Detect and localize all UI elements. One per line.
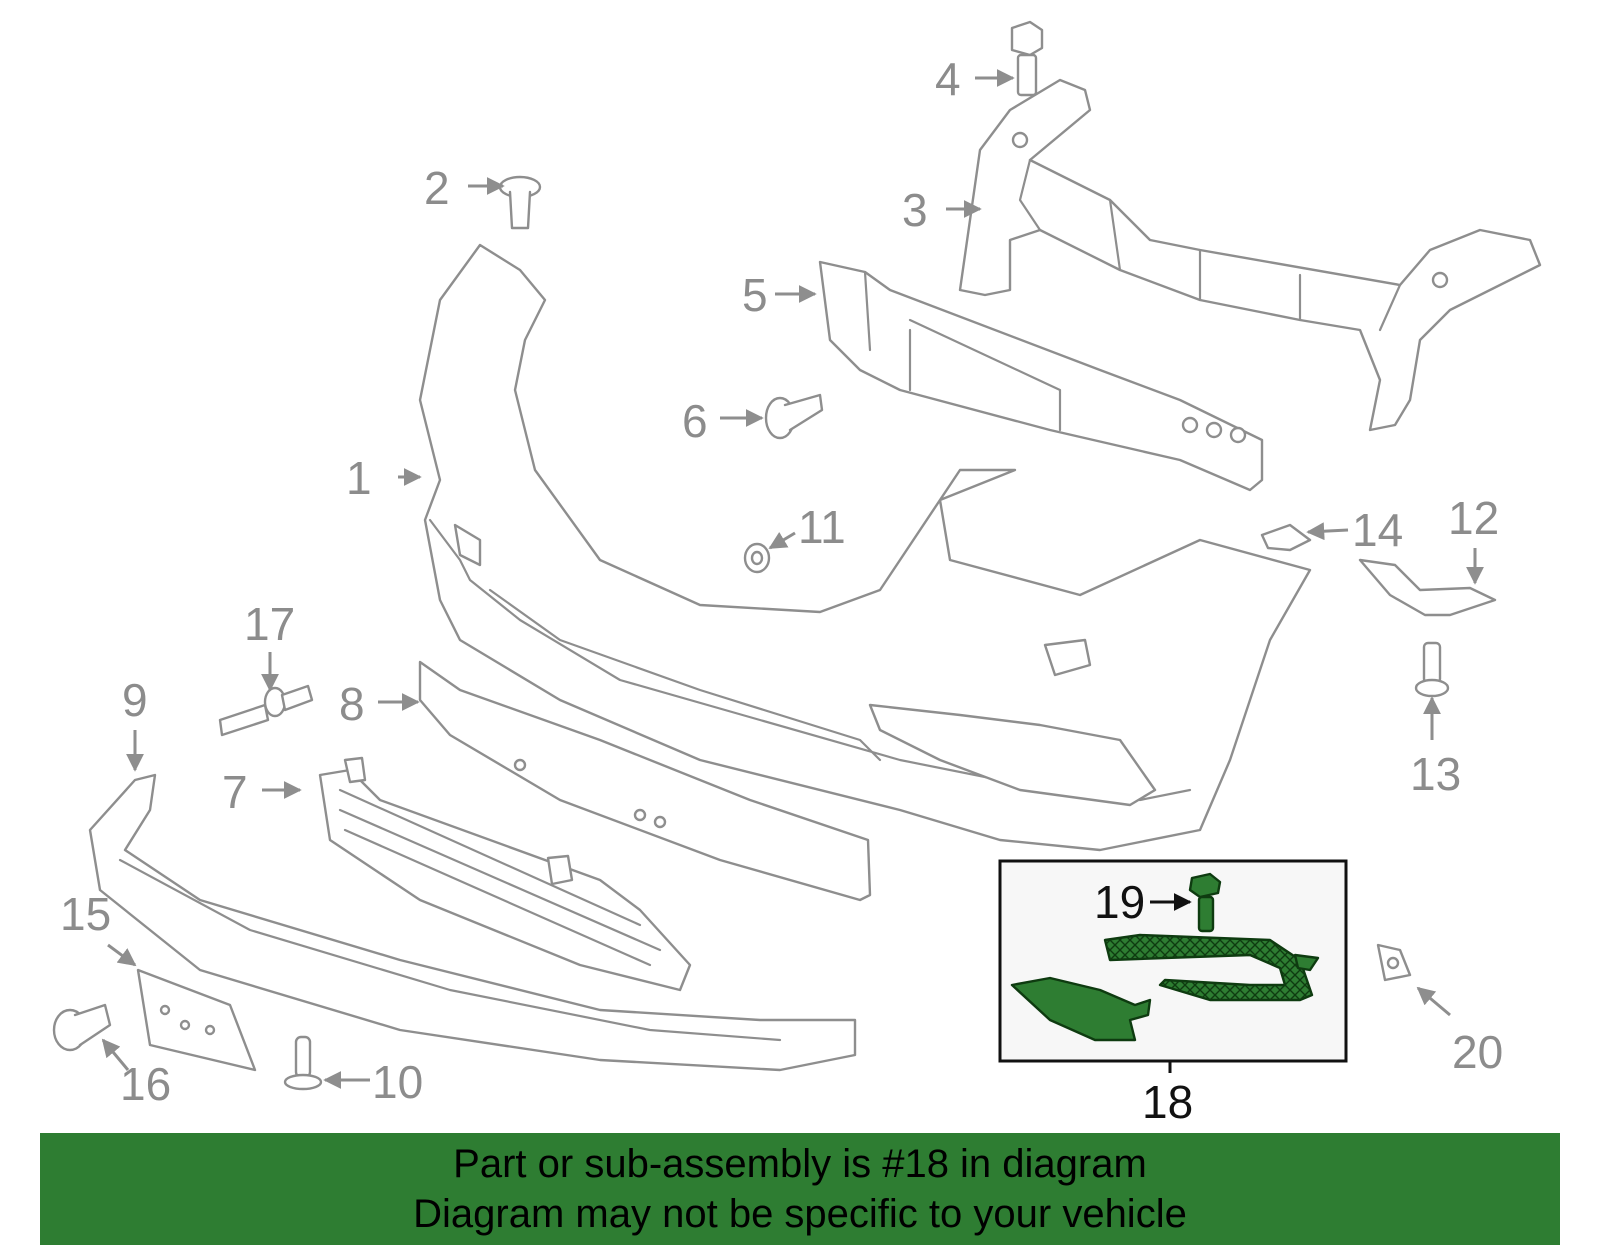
part-3-upper-support	[958, 78, 1542, 432]
callout-labels: 1 2 3 4 5 6 7 8 9 10 11 12 13 14 15 16 1…	[60, 53, 1503, 1128]
callout-12: 12	[1448, 492, 1499, 544]
callout-5: 5	[742, 269, 768, 321]
part-8-lower-reinforcement	[418, 660, 872, 902]
callout-19: 19	[1094, 876, 1145, 928]
callout-20: 20	[1452, 1026, 1503, 1078]
callout-4: 4	[935, 53, 961, 105]
callout-13: 13	[1410, 748, 1461, 800]
callout-10: 10	[372, 1056, 423, 1108]
part-18-bezel[interactable]	[1103, 933, 1320, 1002]
part-2-pushpin	[498, 175, 542, 230]
callout-16: 16	[120, 1058, 171, 1110]
callout-18: 18	[1142, 1076, 1193, 1128]
info-banner: Part or sub-assembly is #18 in diagram D…	[40, 1133, 1560, 1245]
part-9-lower-valance	[88, 773, 857, 1072]
callout-15: 15	[60, 888, 111, 940]
part-7-grille	[318, 756, 692, 992]
part-17-pin	[218, 684, 314, 737]
part-20-nut	[1376, 943, 1412, 982]
part-4-bolt	[1010, 20, 1044, 97]
part-15-license-bracket	[136, 968, 257, 1072]
callout-17: 17	[244, 598, 295, 650]
callout-6: 6	[682, 395, 708, 447]
part-11-grommet	[743, 542, 771, 574]
callout-9: 9	[122, 674, 148, 726]
callout-8: 8	[339, 678, 365, 730]
part-12-strip	[1358, 558, 1497, 617]
part-16-pushpin	[52, 1003, 112, 1052]
callout-3: 3	[902, 184, 928, 236]
banner-line-2: Diagram may not be specific to your vehi…	[413, 1192, 1187, 1236]
part-18-box	[998, 859, 1348, 1073]
callout-1: 1	[346, 452, 372, 504]
part-13-pin	[1414, 641, 1450, 698]
part-5-absorber	[818, 260, 1264, 492]
callout-14: 14	[1352, 504, 1403, 556]
callout-7: 7	[222, 766, 248, 818]
leader-lines	[101, 69, 1484, 1089]
part-19-bolt	[1188, 872, 1222, 933]
part-14-clip	[1260, 523, 1312, 552]
callout-11: 11	[798, 501, 846, 553]
part-10-pin	[283, 1035, 323, 1091]
part-1-bumper-cover	[418, 243, 1312, 852]
banner-line-1: Part or sub-assembly is #18 in diagram	[453, 1142, 1147, 1186]
part-18-cover[interactable]	[1010, 976, 1152, 1042]
callout-2: 2	[424, 162, 450, 214]
part-6-pushpin	[764, 393, 824, 440]
